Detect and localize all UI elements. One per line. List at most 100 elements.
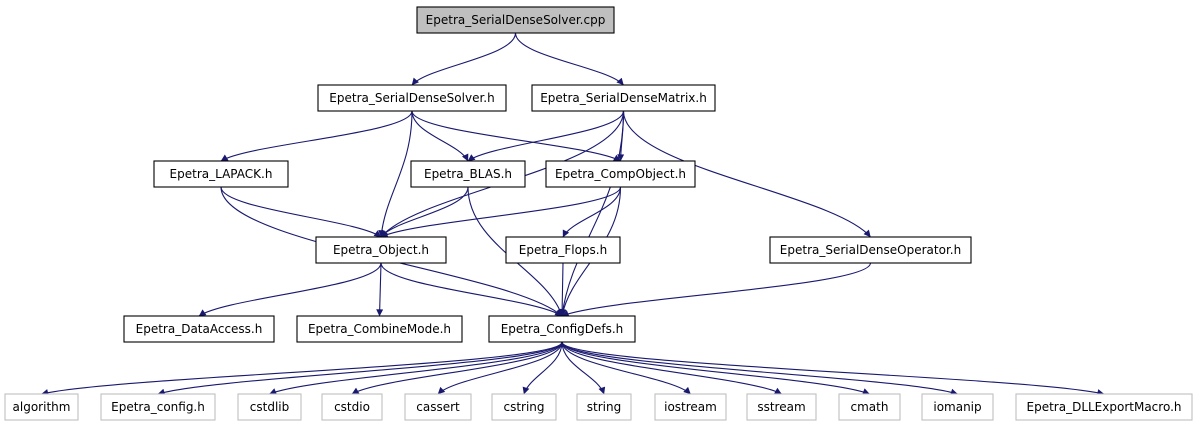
node-box [838, 393, 901, 421]
node-box [416, 6, 615, 34]
node-box [921, 393, 994, 421]
node-box [237, 393, 302, 421]
edge-epetra-object-h-to-epetra-configdefs-h [380, 262, 563, 317]
edge-epetra-serialdenseoperator-h-to-epetra-configdefs-h [561, 262, 872, 317]
node-box [404, 393, 472, 421]
node-cassert: cassert [404, 393, 472, 421]
node-label: Epetra_Flops.h [519, 243, 607, 257]
node-box [321, 393, 383, 421]
edge-epetra-lapack-h-to-epetra-object-h [220, 186, 382, 238]
node-label: Epetra_LAPACK.h [170, 167, 273, 181]
edge-epetra-serialdensematrix-h-to-epetra-serialdenseoperator-h [622, 110, 871, 238]
node-epetra-flops-h[interactable]: Epetra_Flops.h [505, 236, 621, 264]
node-cmath: cmath [838, 393, 901, 421]
node-label: Epetra_BLAS.h [424, 167, 512, 181]
node-box [488, 315, 636, 343]
node-label: iomanip [933, 400, 981, 414]
edge-epetra-serialdensesolver-cpp-to-epetra-serialdensesolver-h [411, 32, 517, 86]
node-box [769, 236, 972, 264]
node-box [545, 160, 696, 188]
edge-epetra-serialdensesolver-cpp-to-epetra-serialdensematrix-h [514, 32, 624, 86]
node-box [315, 236, 447, 264]
node-label: cmath [851, 400, 889, 414]
node-box [654, 393, 727, 421]
edge-epetra-configdefs-h-to-epetra-config-h [157, 341, 563, 396]
edge-epetra-configdefs-h-to-iostream [561, 341, 691, 395]
edge-epetra-configdefs-h-to-sstream [561, 341, 782, 395]
node-box [317, 84, 507, 112]
node-box [123, 315, 275, 343]
node-label: cassert [416, 400, 460, 414]
node-box [531, 84, 716, 112]
edge-epetra-serialdensesolver-h-to-epetra-blas-h [411, 110, 469, 162]
edge-epetra-configdefs-h-to-iomanip [561, 341, 958, 396]
node-epetra-serialdensesolver-cpp: Epetra_SerialDenseSolver.cpp [416, 6, 615, 34]
node-cstdio: cstdio [321, 393, 383, 421]
edge-epetra-configdefs-h-to-cstring [522, 341, 563, 395]
node-label: iostream [664, 400, 717, 414]
node-box [1015, 393, 1193, 421]
edge-epetra-serialdensematrix-h-to-epetra-configdefs-h [559, 110, 625, 317]
edge-epetra-configdefs-h-to-epetra-dllexportmacro-h [561, 341, 1105, 396]
node-label: string [587, 400, 621, 414]
edge-epetra-configdefs-h-to-algorithm [41, 341, 563, 396]
node-label: Epetra_DLLExportMacro.h [1027, 400, 1182, 414]
node-label: Epetra_config.h [111, 400, 205, 414]
node-epetra-dllexportmacro-h: Epetra_DLLExportMacro.h [1015, 393, 1193, 421]
node-epetra-config-h: Epetra_config.h [100, 393, 216, 421]
node-iostream: iostream [654, 393, 727, 421]
edge-epetra-serialdensesolver-h-to-epetra-compobject-h [411, 110, 621, 162]
node-cstring: cstring [491, 393, 557, 421]
edge-epetra-object-h-to-epetra-combinemode-h [376, 262, 384, 317]
edge-epetra-serialdensematrix-h-to-epetra-blas-h [467, 110, 625, 162]
node-cstdlib: cstdlib [237, 393, 302, 421]
node-label: Epetra_ConfigDefs.h [501, 322, 624, 336]
node-string: string [576, 393, 632, 421]
node-label: cstdio [334, 400, 370, 414]
node-label: Epetra_SerialDenseOperator.h [780, 243, 961, 257]
node-epetra-dataaccess-h[interactable]: Epetra_DataAccess.h [123, 315, 275, 343]
edge-epetra-serialdensesolver-h-to-epetra-object-h [378, 110, 413, 238]
node-box [576, 393, 632, 421]
node-box [505, 236, 621, 264]
node-algorithm: algorithm [4, 393, 79, 421]
node-epetra-serialdensesolver-h[interactable]: Epetra_SerialDenseSolver.h [317, 84, 507, 112]
node-box [410, 160, 526, 188]
node-box [746, 393, 817, 421]
node-label: Epetra_SerialDenseSolver.h [329, 91, 494, 105]
node-label: algorithm [13, 400, 71, 414]
node-epetra-blas-h[interactable]: Epetra_BLAS.h [410, 160, 526, 188]
node-label: Epetra_DataAccess.h [136, 322, 263, 336]
node-epetra-compobject-h[interactable]: Epetra_CompObject.h [545, 160, 696, 188]
node-sstream: sstream [746, 393, 817, 421]
node-label: Epetra_CombineMode.h [308, 322, 451, 336]
node-box [296, 315, 463, 343]
node-label: cstdlib [250, 400, 289, 414]
edge-epetra-compobject-h-to-epetra-flops-h [562, 186, 622, 238]
edge-epetra-object-h-to-epetra-dataaccess-h [198, 262, 382, 317]
edge-epetra-serialdensesolver-h-to-epetra-lapack-h [220, 110, 413, 162]
edge-epetra-blas-h-to-epetra-object-h [380, 186, 469, 238]
edge-epetra-compobject-h-to-epetra-object-h [380, 186, 622, 238]
node-epetra-object-h[interactable]: Epetra_Object.h [315, 236, 447, 264]
node-label: Epetra_Object.h [333, 243, 429, 257]
node-box [491, 393, 557, 421]
node-box [100, 393, 216, 421]
node-box [153, 160, 289, 188]
edge-epetra-configdefs-h-to-string [561, 341, 606, 395]
node-epetra-combinemode-h[interactable]: Epetra_CombineMode.h [296, 315, 463, 343]
edge-epetra-configdefs-h-to-cstdlib [269, 341, 563, 395]
node-epetra-lapack-h[interactable]: Epetra_LAPACK.h [153, 160, 289, 188]
node-epetra-configdefs-h[interactable]: Epetra_ConfigDefs.h [488, 315, 636, 343]
node-epetra-serialdenseoperator-h[interactable]: Epetra_SerialDenseOperator.h [769, 236, 972, 264]
node-label: sstream [757, 400, 805, 414]
node-label: Epetra_SerialDenseMatrix.h [540, 91, 707, 105]
edge-epetra-configdefs-h-to-cmath [561, 341, 870, 395]
node-box [4, 393, 79, 421]
edge-epetra-flops-h-to-epetra-configdefs-h [558, 262, 566, 317]
node-label: Epetra_CompObject.h [555, 167, 686, 181]
edge-epetra-configdefs-h-to-cstdio [351, 341, 563, 395]
node-epetra-serialdensematrix-h[interactable]: Epetra_SerialDenseMatrix.h [531, 84, 716, 112]
node-label: cstring [503, 400, 544, 414]
